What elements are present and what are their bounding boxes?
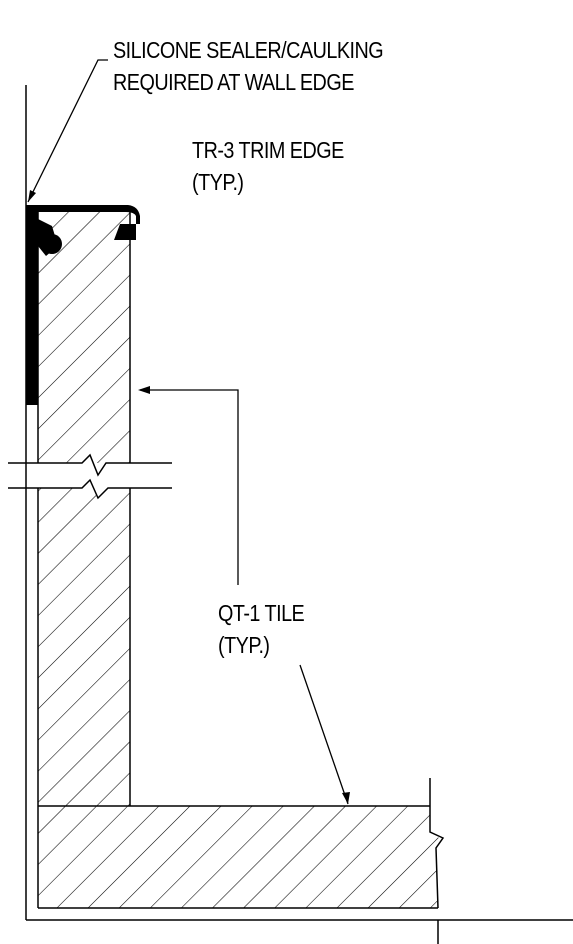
silicone-arrowhead [28, 190, 36, 202]
silicone-sealer-note: SILICONE SEALER/CAULKING REQUIRED AT WAL… [113, 34, 384, 98]
silicone-leader [27, 59, 108, 203]
tile-note-line1: QT-1 TILE [218, 600, 305, 626]
silicone-note-line2: REQUIRED AT WALL EDGE [113, 69, 354, 95]
trim-edge-profile [26, 205, 140, 405]
tile-leader-lower [299, 664, 349, 805]
trim-note-line1: TR-3 TRIM EDGE [192, 137, 344, 163]
silicone-note-line1: SILICONE SEALER/CAULKING [113, 37, 384, 63]
leader-arrowheads [28, 190, 350, 804]
wall-tile [37, 212, 131, 806]
trim-note-line2: (TYP.) [192, 169, 244, 195]
tile-note: QT-1 TILE (TYP.) [218, 597, 305, 661]
leader-lines [27, 59, 349, 805]
tile-arrowhead-upper [138, 386, 150, 394]
trim-edge-note: TR-3 TRIM EDGE (TYP.) [192, 134, 344, 198]
floor-tile [37, 805, 445, 909]
tile-leader-upper [140, 389, 239, 585]
tile-note-line2: (TYP.) [218, 632, 270, 658]
break-line [8, 453, 172, 500]
tile-arrowhead-lower [342, 792, 350, 804]
